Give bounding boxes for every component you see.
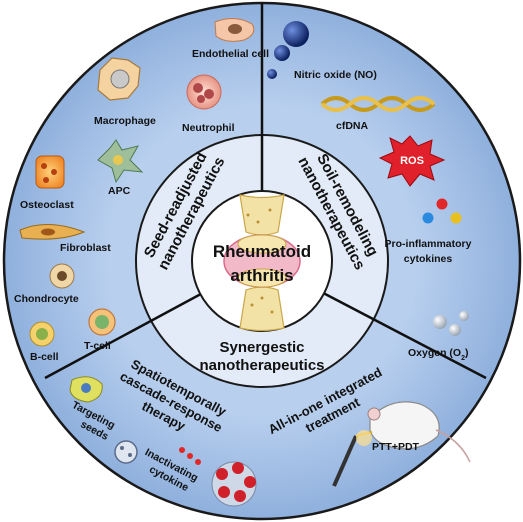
red-cell-cluster-icon (211, 461, 257, 507)
chondrocyte-label: Chondrocyte (14, 293, 79, 305)
macrophage-label: Macrophage (94, 115, 156, 127)
neutrophil-label: Neutrophil (182, 122, 235, 134)
joint-icon (223, 194, 301, 332)
t-cell-icon (88, 308, 116, 336)
nitric-oxide-icon (267, 21, 309, 79)
apc-icon (97, 139, 144, 184)
cytokines-icon (422, 198, 462, 224)
cfdna-label: cfDNA (336, 120, 369, 132)
ptt-pdt-label: PTT+PDT (372, 441, 420, 453)
osteoclast-icon (35, 155, 65, 189)
fibroblast-label: Fibroblast (60, 242, 111, 254)
nanoparticle-icon (114, 440, 138, 464)
cfdna-icon (320, 96, 436, 112)
endothelial-cell-icon (214, 18, 255, 42)
fibroblast-icon (19, 223, 86, 240)
macrophage-icon (97, 57, 141, 101)
center-title-line1: Rheumatoid (213, 242, 311, 261)
cytokines-label-line2: cytokines (404, 253, 453, 265)
targeting-cell-icon (69, 376, 103, 403)
t-cell-label: T-cell (84, 340, 111, 352)
mouse-icon (367, 401, 471, 463)
oxygen-label: Oxygen (O2) (408, 347, 469, 362)
laser-probe-icon (332, 430, 373, 487)
cytokines-label-line1: Pro-inflammatory (385, 238, 472, 250)
nitric-oxide-label: Nitric oxide (NO) (294, 69, 377, 81)
neutrophil-icon (186, 74, 222, 110)
ros-icon (378, 135, 446, 187)
synergy-title-line1: Synergestic (219, 339, 304, 356)
b-cell-label: B-cell (30, 351, 59, 363)
endothelial-cell-label: Endothelial cell (192, 48, 269, 60)
ros-label: ROS (400, 155, 424, 167)
b-cell-icon (29, 321, 55, 347)
cytokine-chain-icon (179, 447, 201, 465)
chondrocyte-icon (49, 263, 75, 289)
osteoclast-label: Osteoclast (20, 199, 74, 211)
center-title-line2: arthritis (230, 266, 293, 285)
oxygen-icon (433, 311, 469, 336)
synergy-title-line2: nanotherapeutics (199, 357, 324, 374)
apc-label: APC (108, 185, 131, 197)
